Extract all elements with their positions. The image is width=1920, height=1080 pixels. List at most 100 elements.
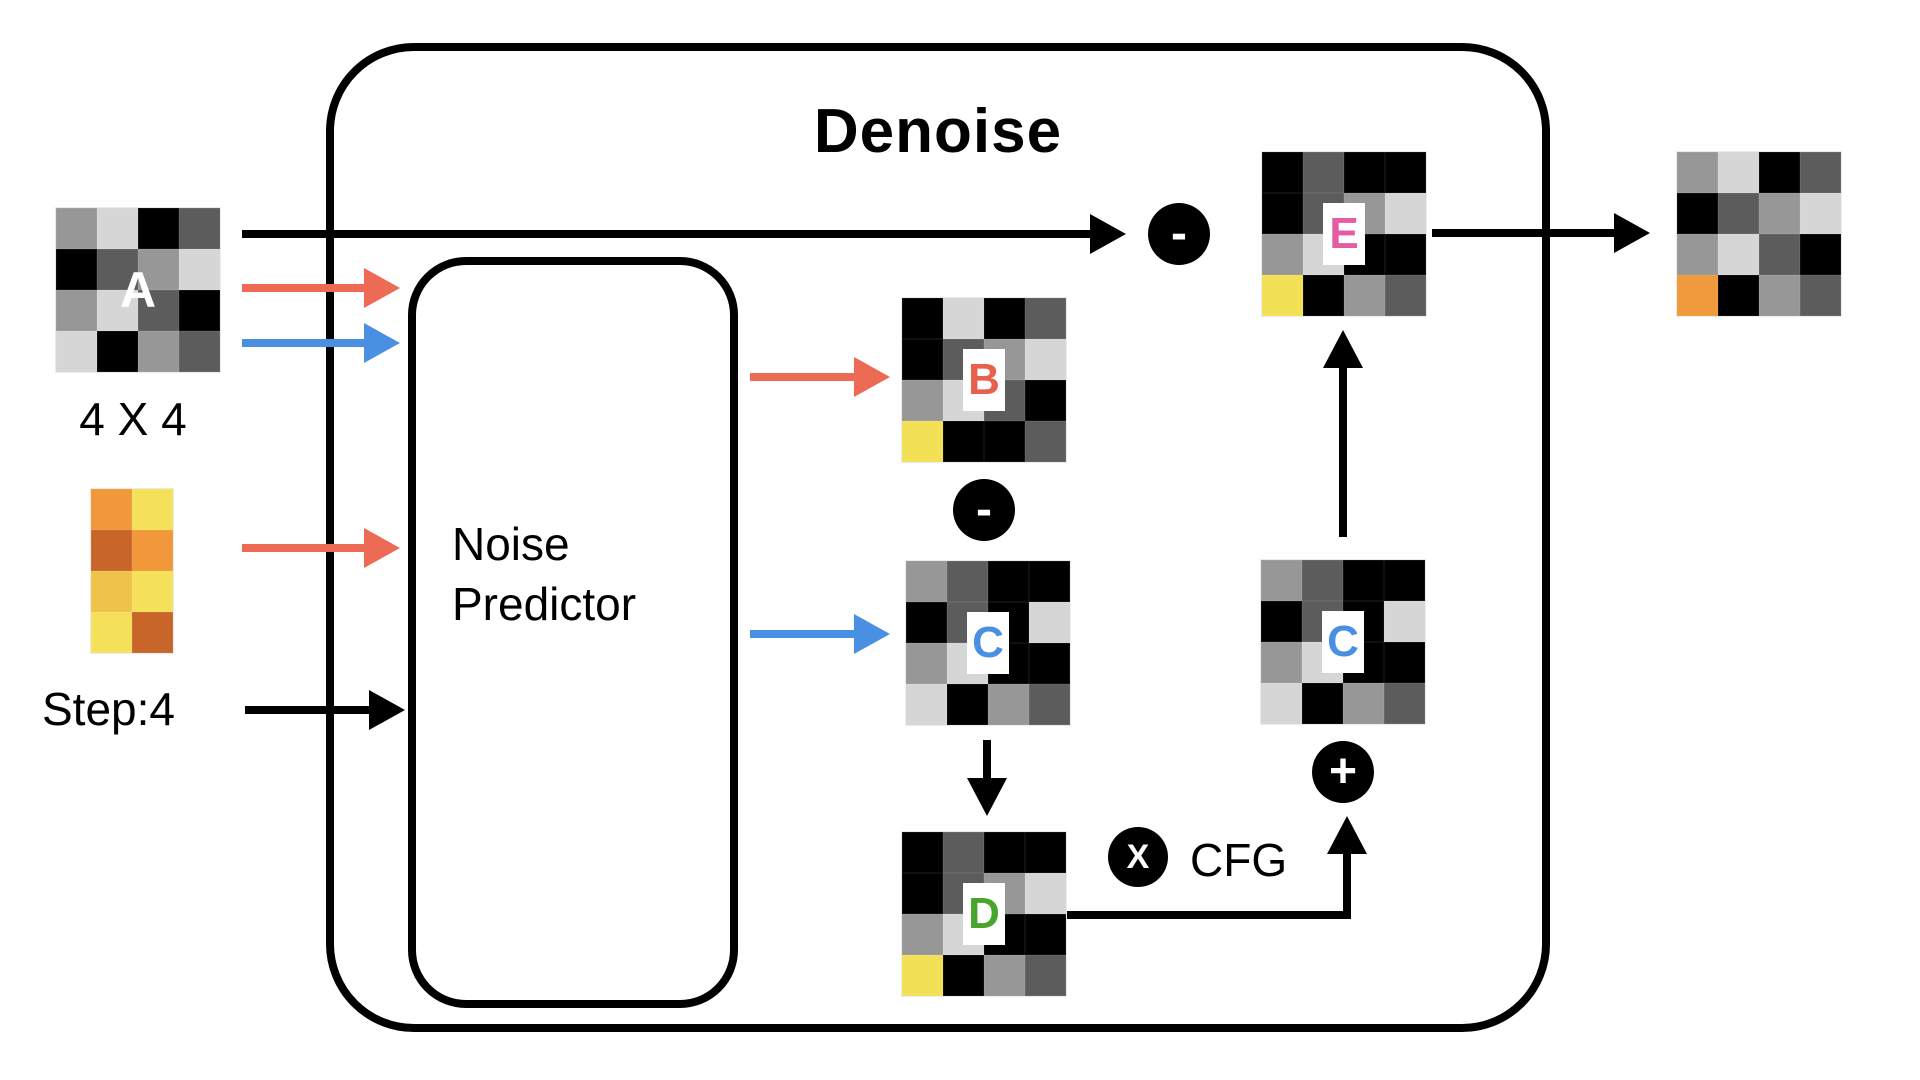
grid-cell [1025, 339, 1066, 380]
grid-cell [91, 530, 132, 571]
grid-cell [1262, 193, 1303, 234]
grid-cell [1677, 275, 1718, 316]
grid-cell [947, 684, 988, 725]
latent-grid-c-right: C [1261, 560, 1425, 724]
grid-cell [1029, 684, 1070, 725]
arrow-a-np-red-head [364, 268, 400, 308]
grid-cell [1800, 275, 1841, 316]
grid-cell [906, 561, 947, 602]
latent-grid-d: D [902, 832, 1066, 996]
output-latent-grid [1677, 152, 1841, 316]
grid-cell [984, 832, 1025, 873]
arrow-c-to-d [983, 740, 991, 780]
grid-cell [1344, 152, 1385, 193]
grid-cell [1261, 601, 1302, 642]
grid-cell [1303, 275, 1344, 316]
grid-cell [1759, 275, 1800, 316]
grid-cell [1385, 275, 1426, 316]
grid-cell [138, 290, 179, 331]
grid-cell [1261, 642, 1302, 683]
arrow-step-np-head [369, 690, 405, 730]
grid-cell [1759, 193, 1800, 234]
grid-cell [906, 643, 947, 684]
grid-cell [943, 421, 984, 462]
grid-cell [132, 571, 173, 612]
denoise-title: Denoise [813, 97, 1063, 166]
grid-cell [1262, 275, 1303, 316]
latent-grid-e: E [1262, 152, 1426, 316]
grid-cell [56, 290, 97, 331]
grid-size-caption: 4 X 4 [79, 393, 187, 445]
grid-cell [1677, 193, 1718, 234]
grid-cell [902, 955, 943, 996]
grid-cell [1384, 601, 1425, 642]
noise-predictor-box [408, 257, 738, 1008]
arrow-d-to-plus-head [1327, 816, 1367, 854]
arrow-c-to-e-head [1323, 330, 1363, 368]
grid-cell [1302, 683, 1343, 724]
grid-cell [132, 612, 173, 653]
grid-cell [943, 832, 984, 873]
grid-cell [902, 832, 943, 873]
grid-cell [902, 421, 943, 462]
grid-cell [902, 380, 943, 421]
arrow-e-to-output-head [1614, 213, 1650, 253]
grid-cell [56, 249, 97, 290]
grid-cell [902, 914, 943, 955]
grid-cell [91, 612, 132, 653]
grid-c-label: C [967, 612, 1009, 674]
arrow-a-np-blue [242, 339, 364, 347]
grid-cell [1261, 683, 1302, 724]
latent-grid-c: C [906, 561, 1070, 725]
grid-cell [1384, 560, 1425, 601]
arrow-a-to-minus [242, 230, 1092, 238]
grid-cell [1718, 152, 1759, 193]
grid-cell [1262, 152, 1303, 193]
grid-b-label: B [963, 349, 1005, 411]
grid-c-right-label: C [1322, 611, 1364, 673]
arrow-d-to-plus-horiz [1067, 911, 1351, 919]
grid-cell [1384, 683, 1425, 724]
grid-cell [1718, 234, 1759, 275]
denoise-box [326, 43, 1550, 1032]
grid-cell [1718, 275, 1759, 316]
minus-operator-mid: - [953, 479, 1015, 541]
grid-cell [97, 331, 138, 372]
grid-d-label: D [963, 883, 1005, 945]
grid-cell [138, 208, 179, 249]
grid-cell [1029, 643, 1070, 684]
arrow-a-to-minus-head [1090, 214, 1126, 254]
grid-cell [56, 208, 97, 249]
grid-cell [97, 208, 138, 249]
grid-cell [943, 955, 984, 996]
grid-cell [906, 684, 947, 725]
arrow-e-to-output [1432, 229, 1614, 237]
arrow-np-b [750, 373, 854, 381]
grid-cell [984, 955, 1025, 996]
arrow-step-np [245, 706, 369, 714]
grid-cell [1385, 234, 1426, 275]
arrow-c-to-d-head [967, 778, 1007, 816]
arrow-c-to-e [1339, 366, 1347, 537]
grid-cell [1343, 560, 1384, 601]
grid-cell [988, 561, 1029, 602]
grid-cell [138, 331, 179, 372]
grid-cell [988, 684, 1029, 725]
grid-cell [179, 331, 220, 372]
condition-grid [91, 489, 173, 653]
grid-cell [91, 571, 132, 612]
grid-cell [1025, 832, 1066, 873]
grid-cell [1385, 193, 1426, 234]
arrow-a-np-red [242, 284, 364, 292]
arrow-cond-np-head [364, 528, 400, 568]
times-operator: X [1108, 827, 1168, 887]
grid-cell [1261, 560, 1302, 601]
grid-cell [1025, 873, 1066, 914]
arrow-np-c-head [854, 614, 890, 654]
grid-cell [1025, 914, 1066, 955]
grid-cell [984, 421, 1025, 462]
grid-cell [1025, 955, 1066, 996]
arrow-a-np-blue-head [364, 323, 400, 363]
noise-predictor-label-line2: Predictor [452, 578, 637, 630]
latent-grid-a: A [56, 208, 220, 372]
